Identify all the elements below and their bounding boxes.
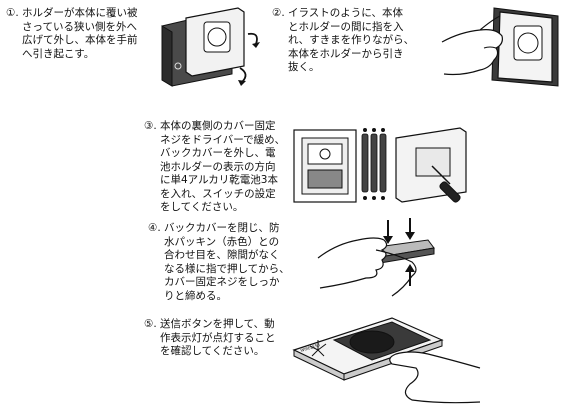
- step-5-number: ⑤.: [144, 318, 157, 330]
- step-2-illustration: [440, 2, 570, 94]
- step-1-text: ホルダーが本体に覆い被 さっている狭い側を外へ 広げて外し、本体を手前 へ引き起…: [22, 7, 138, 60]
- step-1-instruction: ①. ホルダーが本体に覆い被 さっている狭い側を外へ 広げて外し、本体を手前 へ…: [6, 7, 166, 77]
- step-5-instruction: ⑤. 送信ボタンを押して、動 作表示灯が点灯すること を確認してください。: [144, 318, 304, 368]
- step-3-instruction: ③. 本体の裏側のカバー固定 ネジをドライバーで緩め、 バックカバーを外し、電 …: [144, 120, 304, 220]
- step-4-illustration: [316, 214, 446, 306]
- step-3-text: 本体の裏側のカバー固定 ネジをドライバーで緩め、 バックカバーを外し、電 池ホル…: [160, 120, 286, 213]
- step-5-text: 送信ボタンを押して、動 作表示灯が点灯すること を確認してください。: [160, 318, 276, 357]
- step-2-instruction: ②. イラストのように、本体 とホルダーの間に指を入 れ、すきまを作りながら、 …: [272, 7, 432, 87]
- step-4-number: ④.: [148, 222, 161, 234]
- step-4-text: バックカバーを閉じ、防 水パッキン（赤色）との 合わせ目を、隙間がなく なる様に…: [164, 222, 290, 302]
- step-2-text: イラストのように、本体 とホルダーの間に指を入 れ、すきまを作りながら、 本体を…: [288, 7, 415, 73]
- step-4-instruction: ④. バックカバーを閉じ、防 水パッキン（赤色）との 合わせ目を、隙間がなく な…: [148, 222, 308, 312]
- step-2-number: ②.: [272, 7, 285, 19]
- step-5-illustration: WIRELESS: [292, 314, 482, 408]
- step-3-illustration: [292, 118, 472, 210]
- step-3-number: ③.: [144, 120, 157, 132]
- step-1-number: ①.: [6, 7, 19, 19]
- step-1-illustration: [152, 4, 267, 90]
